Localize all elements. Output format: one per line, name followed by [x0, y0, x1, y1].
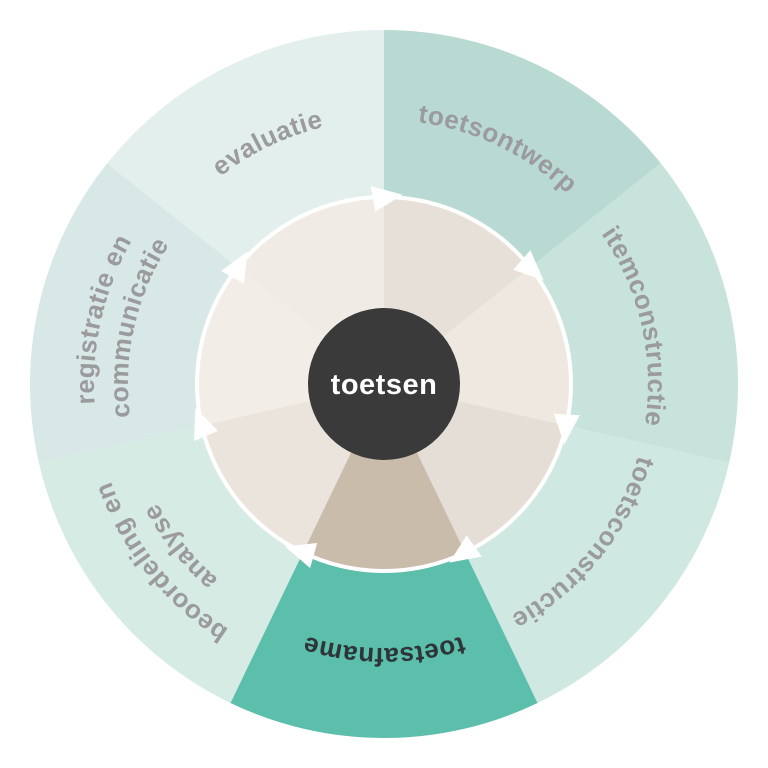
- flow-arrow: [553, 413, 580, 445]
- center-label: toetsen: [331, 369, 438, 401]
- flow-arrows: [194, 186, 580, 569]
- flow-arrow: [449, 535, 482, 563]
- flow-arrow: [513, 250, 544, 281]
- center-circle: [308, 308, 460, 460]
- flow-arrow: [370, 186, 403, 212]
- inner-sector-toetsafname: [303, 384, 465, 570]
- flow-arrow: [194, 407, 219, 441]
- flow-arrow: [221, 251, 248, 284]
- flow-arrow: [285, 543, 318, 569]
